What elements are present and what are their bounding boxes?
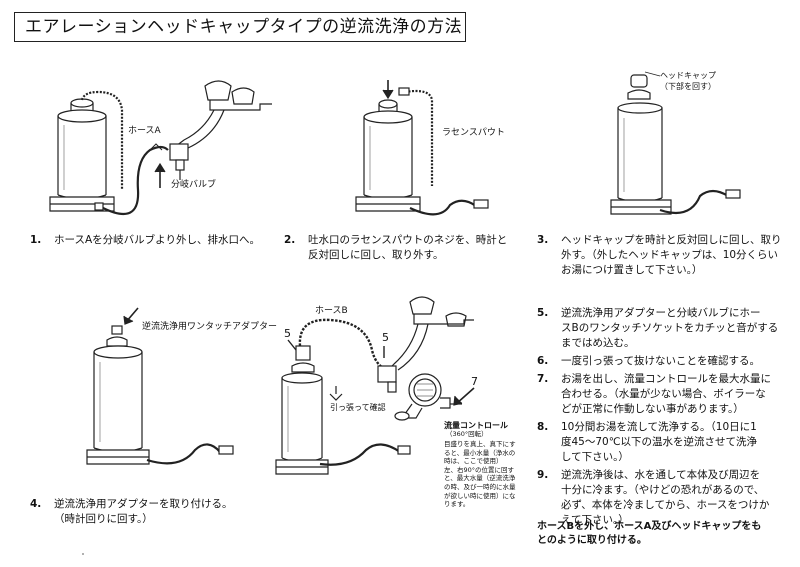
closing-note-line: ホースBを外し、ホースA及びヘッドキャップをも bbox=[537, 521, 762, 532]
figure-4-filter bbox=[86, 307, 234, 465]
step-1: 1. ホースAを分岐バルブより外し、排水口へ。 bbox=[30, 233, 260, 248]
figure-5-faucet bbox=[377, 296, 474, 393]
step-text: ヘッドキャップを時計と反対回しに回し、取り bbox=[561, 234, 782, 246]
step-3: 3. ヘッドキャップを時計と反対回しに回し、取り 外す。（外したヘッドキャップは、… bbox=[537, 233, 782, 278]
step-text: 度45～70℃以下の温水を逆流させて洗浄 bbox=[561, 436, 758, 448]
step-text: お湯を出し、流量コントロールを最大水量に bbox=[561, 373, 771, 385]
flow-control-detail bbox=[394, 373, 475, 421]
step-text: どが正常に作動しない事があります。） bbox=[561, 403, 744, 415]
step-text: まではめ込む。 bbox=[561, 337, 635, 349]
step-text: ホースAを分岐バルブより外し、排水口へ。 bbox=[54, 234, 260, 246]
step-number: 2. bbox=[284, 234, 296, 246]
flow-control-desc-line: と、最大水量（逆流洗浄 bbox=[444, 474, 516, 483]
step-number: 7. bbox=[537, 373, 549, 385]
closing-note: ホースBを外し、ホースA及びヘッドキャップをも とのように取り付ける。 bbox=[537, 520, 761, 548]
label-hose-b: ホースB bbox=[315, 306, 348, 316]
stray-dot bbox=[82, 553, 84, 555]
step-text: 反対回しに回し、取り外す。 bbox=[308, 249, 444, 261]
step-number: 9. bbox=[537, 469, 549, 481]
label-head-cap: ヘッドキャップ bbox=[660, 71, 716, 80]
step-text: 逆流洗浄用アダプターを取り付ける。 bbox=[54, 498, 233, 510]
step-text: スBのワンタッチソケットをカチッと音がする bbox=[561, 322, 779, 334]
step-text: 合わせる。（水量が少ない場合、ボイラーな bbox=[561, 388, 766, 400]
label-flow-control-angle: （360°回転） bbox=[446, 430, 488, 438]
label-head-cap-note: （下部を回す） bbox=[660, 82, 716, 91]
step-number: 5. bbox=[537, 307, 549, 319]
step-text: （時計回りに回す。） bbox=[54, 513, 153, 525]
step-text: 逆流洗浄用アダプターと分岐バルブにホー bbox=[561, 307, 761, 319]
label-branch-valve: 分岐バルブ bbox=[171, 180, 217, 190]
step-number: 1. bbox=[30, 234, 42, 246]
figure-5-filter bbox=[275, 318, 411, 475]
flow-control-desc-line: ると、最小水量（浄水の bbox=[444, 448, 516, 457]
figure-1-hoses bbox=[80, 90, 169, 216]
flow-control-desc-line: ります。 bbox=[444, 500, 470, 509]
figure-2-filter bbox=[355, 80, 421, 212]
figure-3-filter bbox=[610, 74, 741, 215]
step-text: お湯につけ置きして下さい。） bbox=[561, 264, 703, 276]
figure-3-arrow bbox=[644, 71, 661, 77]
step-text: 十分に冷ます。（やけどの恐れがあるので、 bbox=[561, 484, 765, 496]
figure-1-filter bbox=[49, 98, 115, 212]
step-number: 8. bbox=[537, 421, 549, 433]
step-text: して下さい。） bbox=[561, 451, 629, 463]
step-text: 逆流洗浄後は、水を通して本体及び周辺を bbox=[561, 469, 761, 481]
page-title: エアレーションヘッドキャップタイプの逆流洗浄の方法 bbox=[14, 12, 466, 42]
label-pull-check: 引っ張って確認 bbox=[330, 403, 386, 412]
step-number: 3. bbox=[537, 234, 549, 246]
flow-control-desc-line: 時は、ここで使用） bbox=[444, 457, 503, 466]
step-number: 6. bbox=[537, 355, 549, 367]
callout-7: 7 bbox=[471, 375, 478, 388]
flow-control-desc-line: 左、右90°の位置に回す bbox=[444, 465, 515, 474]
flow-control-desc-line: が欲しい時に使用）にな bbox=[444, 491, 516, 500]
flow-control-description: 目盛りを真上、真下にす ると、最小水量（浄水の 時は、ここで使用） 左、右90°… bbox=[444, 440, 516, 509]
step-text: 吐水口のラセンスパウトのネジを、時計と bbox=[308, 234, 508, 246]
step-text: 必ず、本体を冷ましてから、ホースをつけか bbox=[561, 499, 770, 511]
step-4: 4. 逆流洗浄用アダプターを取り付ける。 （時計回りに回す。） bbox=[30, 497, 233, 527]
step-text: 外す。（外したヘッドキャップは、10分くらい bbox=[561, 249, 779, 261]
label-one-touch-adapter: 逆流洗浄用ワンタッチアダプター bbox=[142, 322, 278, 332]
label-lasens-spout: ラセンスパウト bbox=[442, 128, 505, 138]
figure-1-faucet bbox=[154, 80, 272, 188]
callout-5b: 5 bbox=[382, 331, 389, 344]
figure-2-hoses bbox=[398, 87, 489, 216]
label-hose-a: ホースA bbox=[128, 126, 161, 136]
step-number: 4. bbox=[30, 498, 42, 510]
step-text: えて下さい。） bbox=[561, 514, 629, 526]
flow-control-desc-line: 目盛りを真上、真下にす bbox=[444, 440, 516, 448]
flow-control-desc-line: の時、及び一時的に水量 bbox=[444, 482, 516, 491]
step-text: 一度引っ張って抜けないことを確認する。 bbox=[561, 355, 760, 367]
callout-5a: 5 bbox=[284, 327, 291, 340]
closing-note-line: とのように取り付ける。 bbox=[537, 535, 647, 546]
label-flow-control: 流量コントロール bbox=[444, 421, 508, 430]
steps-5-to-9: 5. 逆流洗浄用アダプターと分岐バルブにホー スBのワンタッチソケットをカチッと音… bbox=[537, 306, 778, 528]
step-text: 10分間お湯を流して洗浄する。（10日に1 bbox=[561, 421, 757, 433]
step-2: 2. 吐水口のラセンスパウトのネジを、時計と 反対回しに回し、取り外す。 bbox=[284, 233, 507, 263]
